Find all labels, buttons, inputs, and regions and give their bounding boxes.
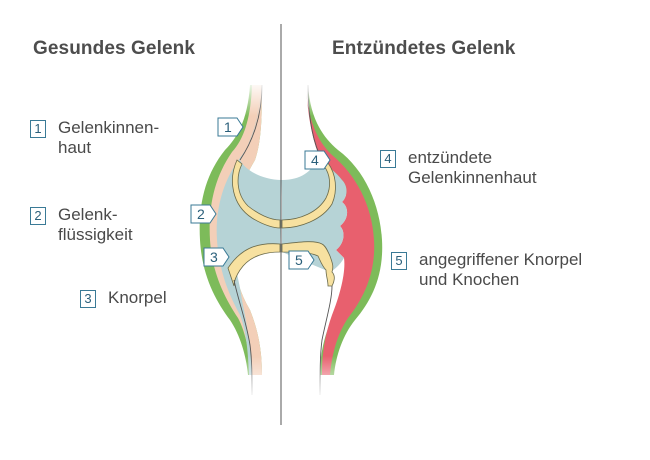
healthy-joint-illustration xyxy=(199,84,282,396)
svg-text:2: 2 xyxy=(197,206,205,222)
legend-label-1-line1: Gelenkinnen- xyxy=(58,118,160,137)
legend-item-5: 5 angegriffener Knorpel und Knochen xyxy=(391,250,582,290)
title-healthy-joint: Gesundes Gelenk xyxy=(33,38,196,59)
legend-number-2: 2 xyxy=(30,207,46,225)
svg-text:5: 5 xyxy=(295,252,303,268)
legend-number-4: 4 xyxy=(380,150,396,168)
title-inflamed-joint: Entzündetes Gelenk xyxy=(332,38,516,59)
tag-5: 5 xyxy=(288,250,315,270)
legend-label-4-line2: Gelenkinnenhaut xyxy=(408,168,537,187)
legend-item-2: 2 Gelenk- flüssigkeit xyxy=(30,205,133,245)
legend-label-5-line1: angegriffener Knorpel xyxy=(419,250,583,269)
tag-1: 1 xyxy=(217,117,244,137)
legend-label-2-line1: Gelenk- xyxy=(58,205,118,224)
legend-number-1: 1 xyxy=(30,120,46,138)
tag-3: 3 xyxy=(203,247,230,267)
svg-text:3: 3 xyxy=(210,249,218,265)
legend-item-3: 3 Knorpel xyxy=(80,288,167,308)
legend-item-4: 4 entzündete Gelenkinnenhaut xyxy=(380,148,537,188)
tag-4: 4 xyxy=(304,150,331,170)
svg-text:1: 1 xyxy=(224,119,232,135)
legend-label-4-line1: entzündete xyxy=(408,148,493,167)
svg-text:4: 4 xyxy=(311,152,319,168)
legend-number-5: 5 xyxy=(391,252,407,270)
legend-label-3-line1: Knorpel xyxy=(108,288,167,307)
legend-label-5-line2: und Knochen xyxy=(419,270,520,289)
legend-number-3: 3 xyxy=(80,290,96,308)
legend-item-1: 1 Gelenkinnen- haut xyxy=(30,118,159,158)
legend-label-2-line2: flüssigkeit xyxy=(58,225,133,244)
tag-2: 2 xyxy=(190,204,217,224)
legend-label-1-line2: haut xyxy=(58,138,92,157)
